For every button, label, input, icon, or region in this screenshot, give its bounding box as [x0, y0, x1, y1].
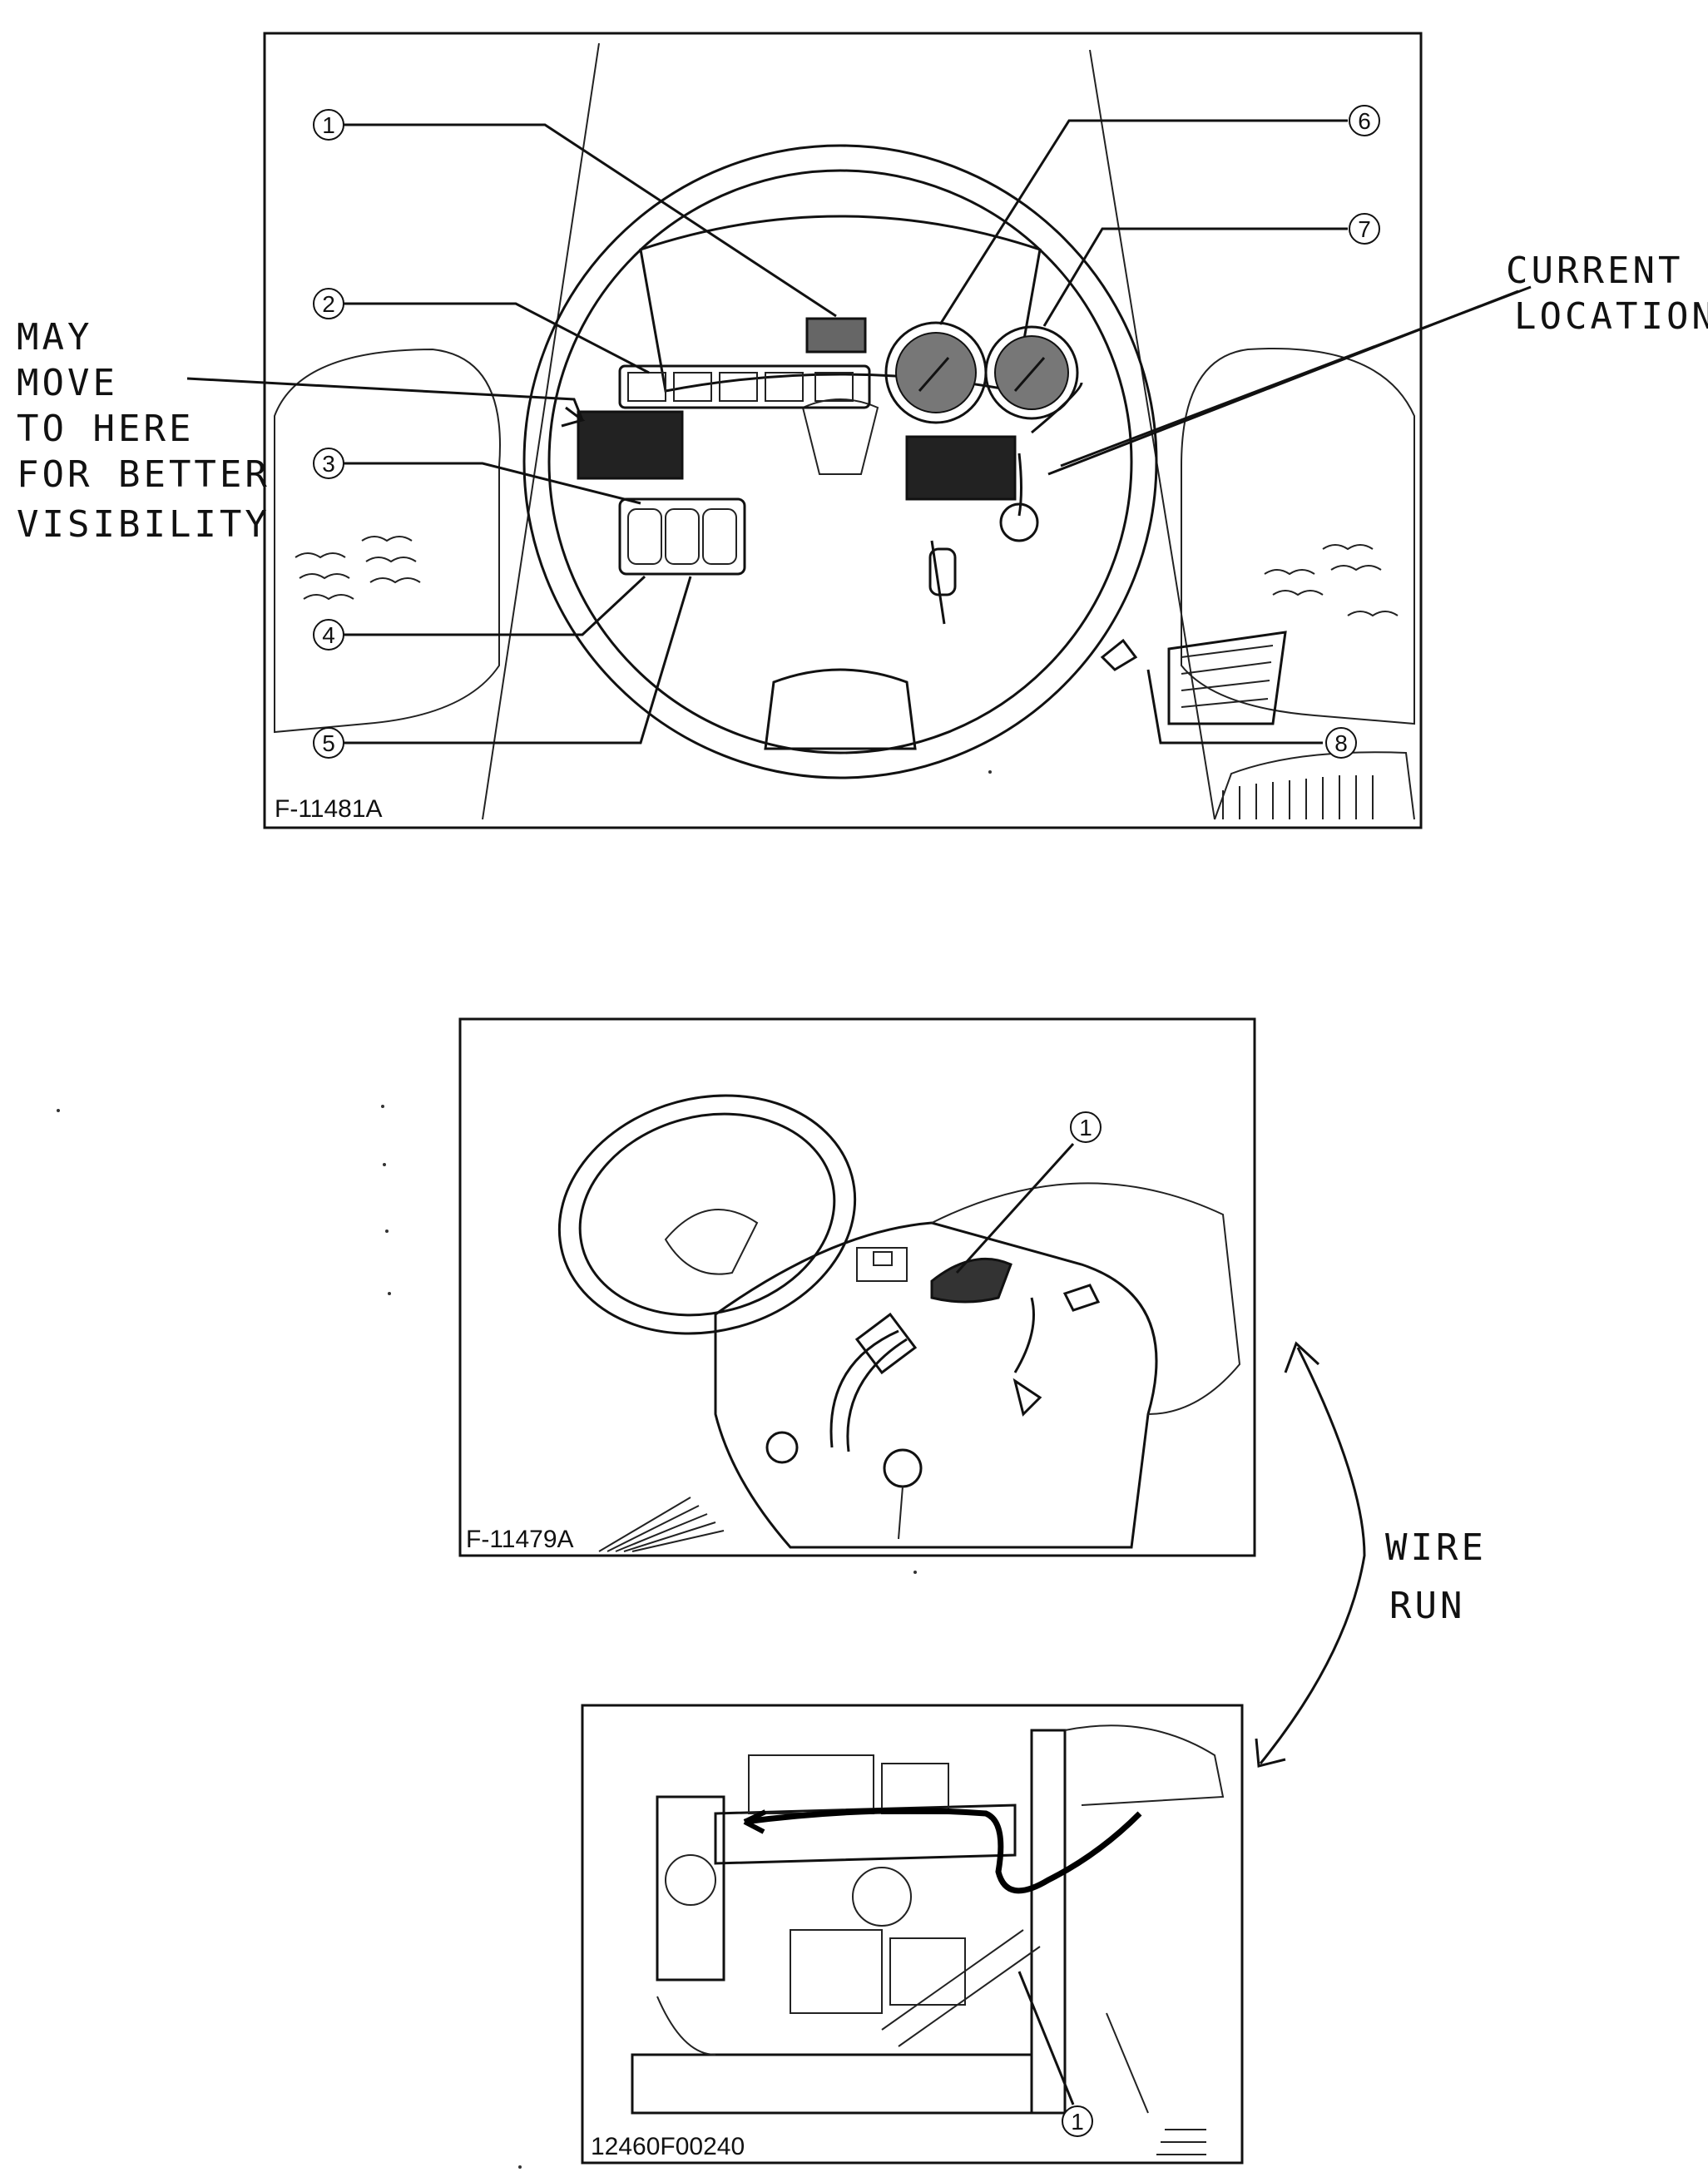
fender-tread-left	[295, 536, 421, 601]
figure-2-caption: F-11479A	[466, 1526, 574, 1553]
scribbled-box-new-location	[577, 410, 684, 480]
note-may-move-line-5: VISIBILITY	[17, 503, 270, 546]
figure-3-caption: 12460F00240	[591, 2133, 745, 2160]
figure-1-caption: F-11481A	[275, 795, 383, 823]
scribbled-switch	[930, 1257, 1012, 1304]
steering-wheel	[522, 144, 1158, 779]
note-wire-run-line-1: WIRE	[1385, 1526, 1487, 1569]
note-current-location: CURRENT LOCATION	[1047, 250, 1708, 476]
note-may-move-line-2: MOVE	[17, 362, 118, 404]
scribbled-box-current-location	[905, 435, 1017, 501]
note-wire-run-line-2: RUN	[1389, 1585, 1465, 1627]
callout-leaders	[343, 119, 1348, 745]
brake-pedal	[1167, 631, 1287, 725]
gauge-right	[984, 325, 1079, 420]
gauge-left	[884, 321, 988, 424]
callout-8: 8	[1334, 730, 1348, 756]
figure-engine-bay: 1 12460F00240	[581, 1704, 1244, 2165]
note-may-move-line-1: MAY	[17, 316, 92, 359]
callout-4: 4	[322, 622, 335, 648]
warning-lamp-strip	[618, 364, 871, 409]
note-current-location-line-2: LOCATION	[1514, 295, 1708, 338]
callout-2: 2	[322, 291, 335, 317]
note-wire-run: WIRE RUN	[1255, 1341, 1487, 1768]
switch-panel	[618, 497, 746, 576]
figure-dashboard-front: 1 2 3 4 5 6 7 8 F-11481A	[263, 32, 1423, 829]
callout-3: 3	[322, 451, 335, 477]
note-current-location-line-1: CURRENT	[1506, 250, 1683, 292]
note-may-move-line-3: TO HERE	[17, 408, 194, 450]
callout-5: 5	[322, 730, 335, 756]
floor-grille	[1222, 775, 1374, 819]
callout-6: 6	[1358, 108, 1371, 134]
fender-tread-right	[1264, 544, 1399, 617]
note-may-move-line-4: FOR BETTER	[17, 453, 270, 496]
wire-run-line	[744, 1808, 1142, 1894]
floor-hatch	[598, 1497, 725, 1552]
scan-specks	[57, 770, 992, 2169]
callout-7: 7	[1358, 216, 1371, 242]
note-may-move: MAY MOVE TO HERE FOR BETTER VISIBILITY	[17, 316, 586, 546]
callout-1: 1	[322, 112, 335, 138]
callout-fig2-1: 1	[1079, 1115, 1092, 1140]
callout-fig3-1: 1	[1071, 2109, 1084, 2135]
figure-dashboard-side: 1 F-11479A	[458, 1017, 1256, 1557]
callout-circles	[313, 105, 1380, 759]
indicator-lamp	[805, 317, 867, 354]
